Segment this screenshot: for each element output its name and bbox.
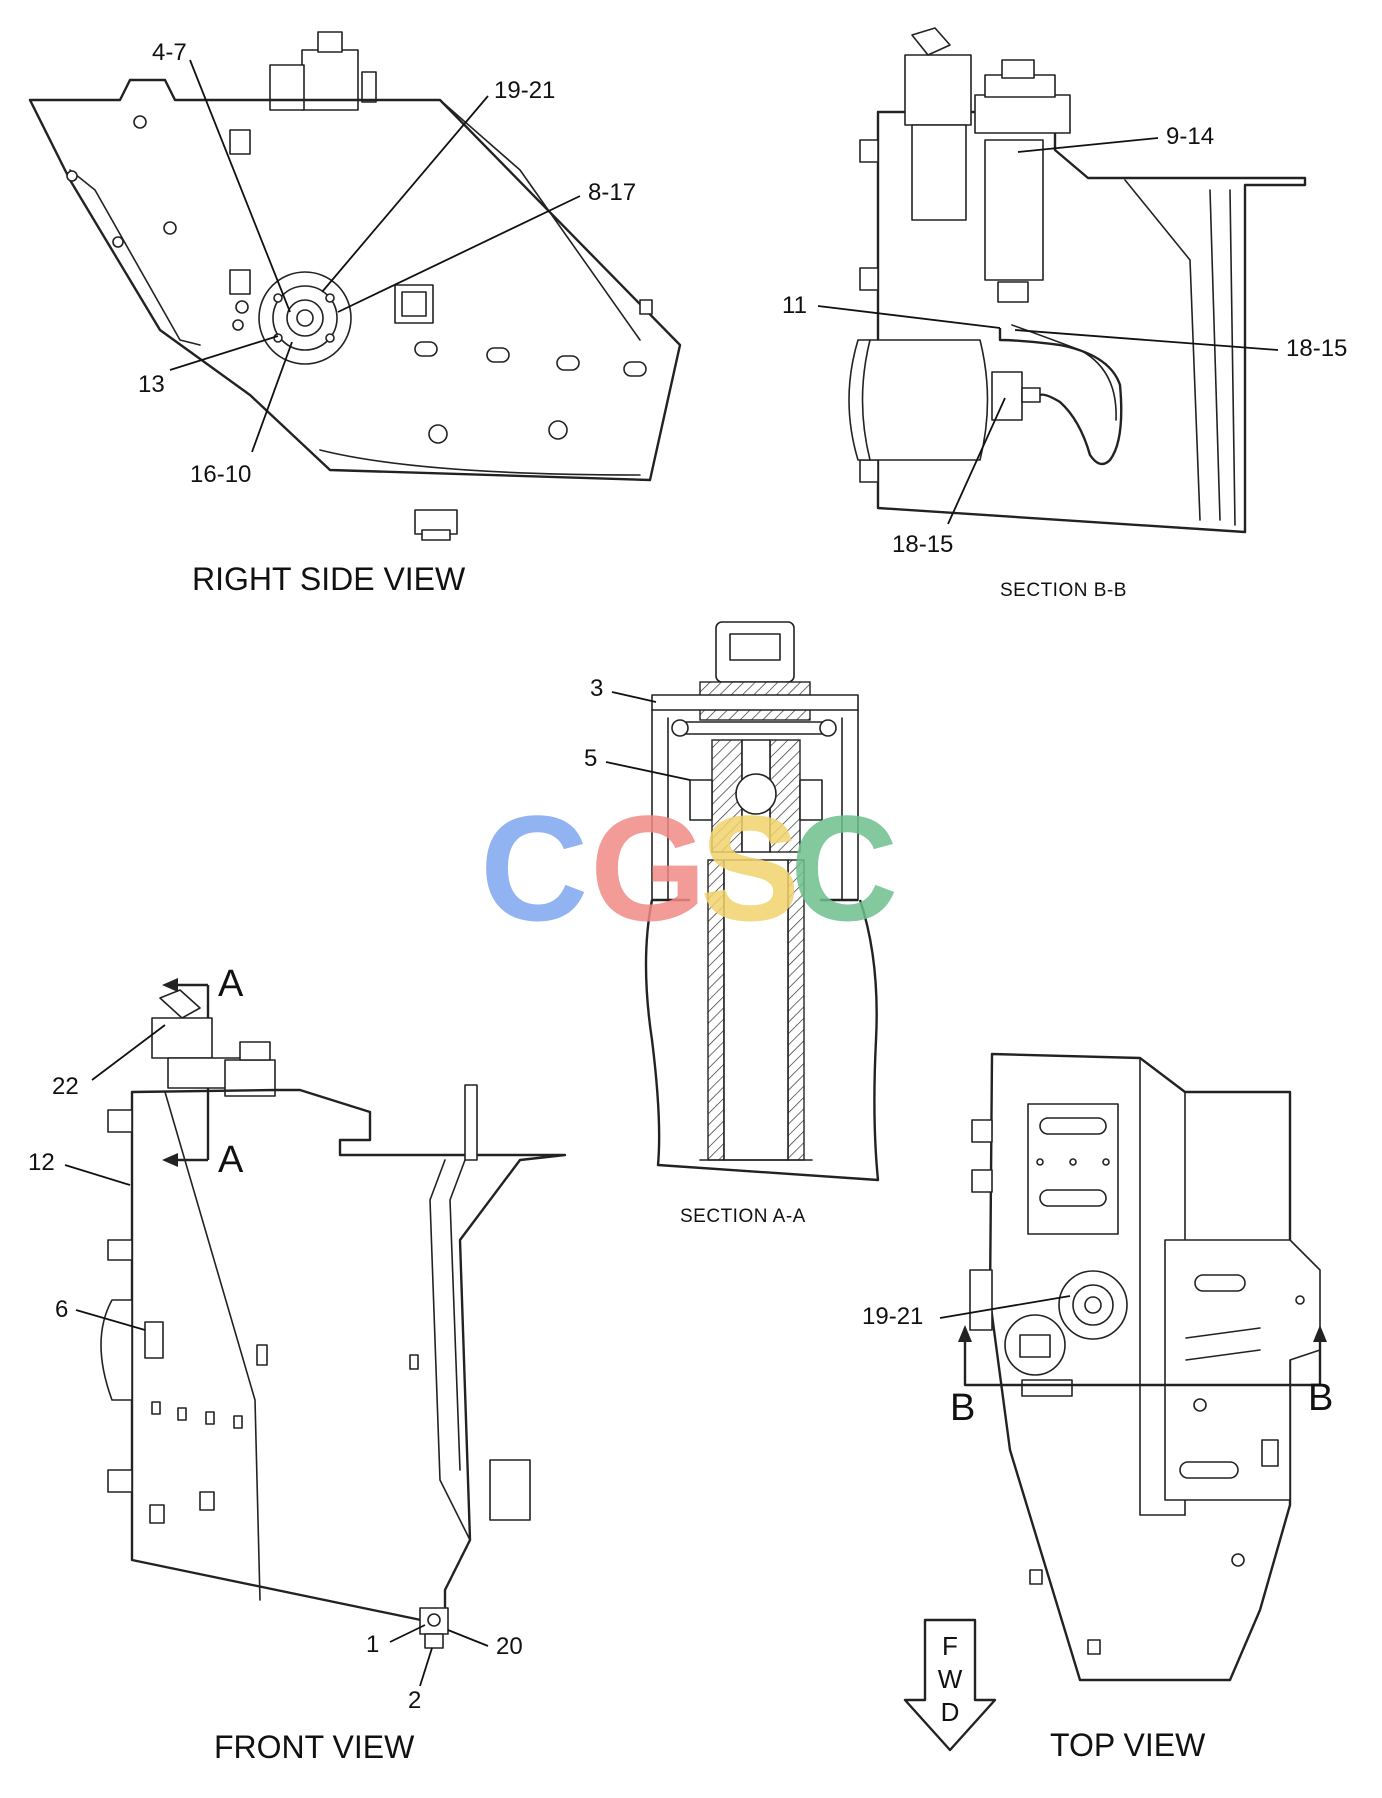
callout-19-21-top: 19-21 [862, 1303, 923, 1330]
callout-11: 11 [782, 292, 807, 319]
fwd-letter-w: W [938, 1664, 963, 1694]
front-view-title: FRONT VIEW [214, 1729, 415, 1765]
callout-18-15-lower: 18-15 [892, 531, 953, 558]
callout-6: 6 [55, 1296, 68, 1323]
callout-20: 20 [496, 1633, 523, 1660]
section-mark-b-right: B [1308, 1377, 1333, 1419]
callout-12: 12 [28, 1149, 55, 1176]
watermark-letter-s: S [700, 784, 800, 952]
callout-3: 3 [590, 675, 603, 702]
section-mark-a-bottom: A [218, 1139, 244, 1181]
callout-2: 2 [408, 1687, 421, 1714]
callout-1: 1 [366, 1631, 379, 1658]
fwd-letter-f: F [942, 1631, 958, 1661]
callout-5: 5 [584, 745, 597, 772]
watermark-letter-c2: C [790, 784, 898, 952]
section-mark-a-top: A [218, 963, 244, 1005]
callout-9-14: 9-14 [1166, 123, 1214, 150]
top-view: B B 19-21 TOP VIEW [862, 1052, 1333, 1763]
right-side-view-title: RIGHT SIDE VIEW [192, 561, 466, 597]
callout-22: 22 [52, 1073, 79, 1100]
fwd-letter-d: D [941, 1697, 960, 1727]
right-side-view: 4-7 19-21 8-17 13 16-10 RIGHT SIDE VIEW [28, 31, 682, 597]
callout-13: 13 [138, 371, 165, 398]
front-view: A A 22 12 6 [28, 963, 567, 1765]
watermark-logo: C G S C [480, 784, 898, 952]
callout-16-10: 16-10 [190, 461, 251, 488]
callout-4-7: 4-7 [152, 39, 187, 66]
callout-19-21: 19-21 [494, 77, 555, 104]
callout-18-15-upper: 18-15 [1286, 335, 1347, 362]
watermark-letter-c1: C [480, 784, 588, 952]
watermark-letter-g: G [590, 784, 707, 952]
section-bb-title: SECTION B-B [1000, 580, 1127, 601]
section-aa-title: SECTION A-A [680, 1206, 806, 1227]
top-view-title: TOP VIEW [1050, 1727, 1206, 1763]
section-aa-view: 3 5 SECTION A-A [584, 621, 880, 1227]
section-mark-b-left: B [950, 1387, 975, 1429]
section-bb-view: 9-14 11 18-15 18-15 SECTION B-B [782, 27, 1347, 601]
fwd-arrow: F W D [903, 1618, 997, 1752]
callout-8-17: 8-17 [588, 179, 636, 206]
